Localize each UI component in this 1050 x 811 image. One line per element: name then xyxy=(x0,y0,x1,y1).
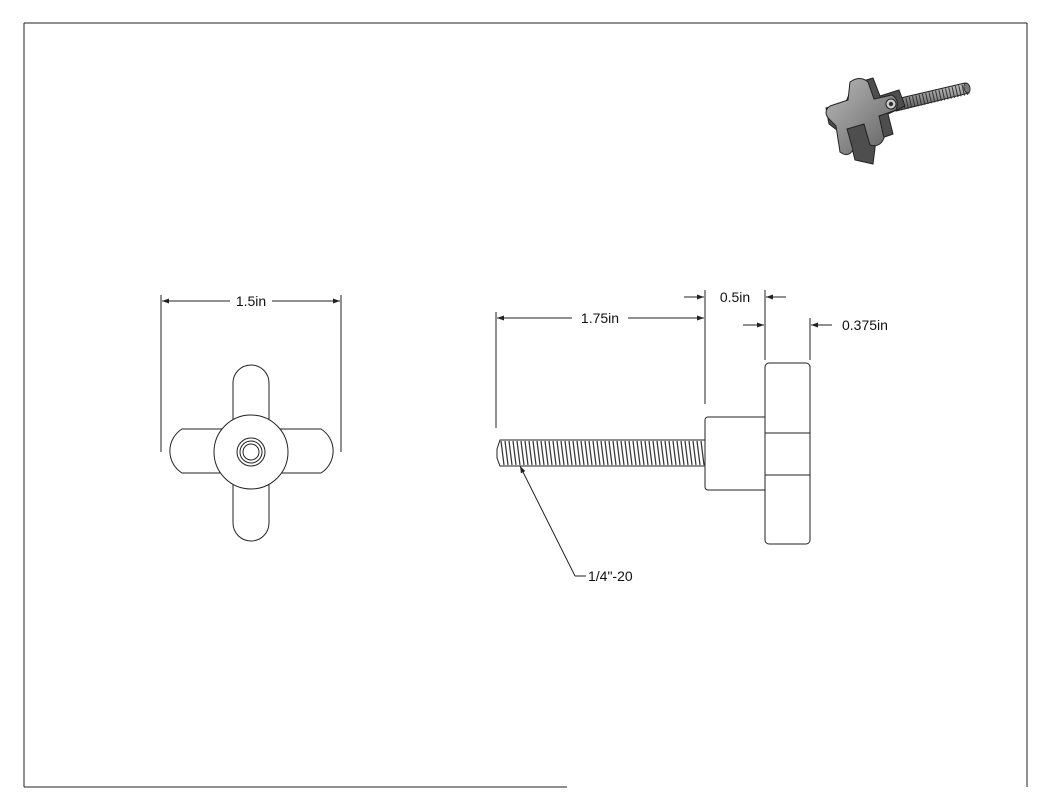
thread-line xyxy=(700,440,705,466)
thread-line xyxy=(620,440,625,466)
thread-line xyxy=(636,440,641,466)
dim-label-hub-width: 0.5in xyxy=(720,289,750,305)
iso-thread-line xyxy=(941,89,946,101)
iso-thread-line xyxy=(918,94,923,106)
thread-line xyxy=(564,440,569,466)
thread-line xyxy=(652,440,657,466)
thread-line xyxy=(588,440,593,466)
iso-thread-line xyxy=(912,96,916,108)
thread-line xyxy=(504,440,509,466)
thread-line xyxy=(500,440,505,466)
thread-line xyxy=(668,440,673,466)
bore-outer xyxy=(236,437,266,467)
thread-line xyxy=(648,440,653,466)
dim-label-arm-thickness: 0.375in xyxy=(842,317,888,333)
thread-line xyxy=(608,440,613,466)
side-hub-inner xyxy=(764,432,811,476)
thread-line xyxy=(664,440,669,466)
thread-line xyxy=(616,440,621,466)
thread-line xyxy=(544,440,549,466)
dim-label-knob-width: 1.5in xyxy=(236,293,266,309)
dim-label-screw-length: 1.75in xyxy=(581,310,619,326)
thread-line xyxy=(604,440,609,466)
thread-line xyxy=(600,440,605,466)
thread-line xyxy=(552,440,557,466)
thread-line xyxy=(568,440,573,466)
callout-label-thread: 1/4"-20 xyxy=(588,568,633,584)
thread-line xyxy=(656,440,661,466)
sheet-border xyxy=(23,22,1028,788)
iso-thread-line xyxy=(951,86,956,99)
thread-line xyxy=(684,440,689,466)
threaded-shaft xyxy=(496,439,706,467)
thread-line xyxy=(624,440,629,466)
thread-line xyxy=(672,440,677,466)
iso-thread-line xyxy=(905,97,909,109)
iso-thread-line xyxy=(938,89,942,102)
thread-line xyxy=(612,440,617,466)
dim-hub-width: 0.5in xyxy=(684,289,786,360)
iso-thread-line xyxy=(908,96,913,109)
thread-line xyxy=(548,440,553,466)
thread-line xyxy=(516,440,521,466)
bore-ring xyxy=(239,440,263,464)
iso-thread-line xyxy=(935,90,939,102)
thread-line xyxy=(592,440,597,466)
iso-thread-line xyxy=(958,85,962,97)
thread-line xyxy=(572,440,577,466)
front-view xyxy=(169,364,334,542)
dim-screw-length: 1.75in xyxy=(495,290,706,428)
iso-thread-line xyxy=(925,92,929,105)
thread-line xyxy=(660,440,665,466)
thread-line xyxy=(640,440,645,466)
thread-line xyxy=(540,440,545,466)
iso-thread-line xyxy=(948,87,952,99)
thread-line xyxy=(520,440,525,466)
bore-inner xyxy=(242,443,260,461)
thread-line xyxy=(676,440,681,466)
thread-line xyxy=(596,440,601,466)
thread-line xyxy=(524,440,529,466)
iso-knob-face xyxy=(825,78,898,156)
iso-thread-line xyxy=(954,86,959,98)
side-hub xyxy=(704,416,768,491)
thread-line xyxy=(580,440,585,466)
thread-line xyxy=(556,440,561,466)
thread-line xyxy=(528,440,533,466)
thread-line xyxy=(680,440,685,466)
thread-line xyxy=(536,440,541,466)
iso-thread-line xyxy=(961,84,965,96)
iso-thread-line xyxy=(915,95,919,107)
thread-line xyxy=(576,440,581,466)
iso-thread-line xyxy=(921,93,926,105)
thread-line xyxy=(644,440,649,466)
dim-knob-width: 1.5in xyxy=(160,293,342,452)
thread-line xyxy=(692,440,697,466)
thread-line xyxy=(512,440,517,466)
iso-thread-line xyxy=(945,88,949,100)
iso-thread-line xyxy=(931,91,936,103)
thread-line xyxy=(508,440,513,466)
thread-line xyxy=(584,440,589,466)
thread-line xyxy=(560,440,565,466)
iso-thread-line xyxy=(928,92,932,104)
thread-line xyxy=(696,440,701,466)
dim-arm-thickness: 0.375in xyxy=(743,317,888,360)
thread-line xyxy=(688,440,693,466)
side-view xyxy=(496,362,811,545)
thread-line xyxy=(532,440,537,466)
hub-circle xyxy=(213,414,289,490)
thread-line xyxy=(632,440,637,466)
isometric-view xyxy=(825,77,971,165)
thread-callout: 1/4"-20 xyxy=(519,465,633,584)
thread-line xyxy=(628,440,633,466)
